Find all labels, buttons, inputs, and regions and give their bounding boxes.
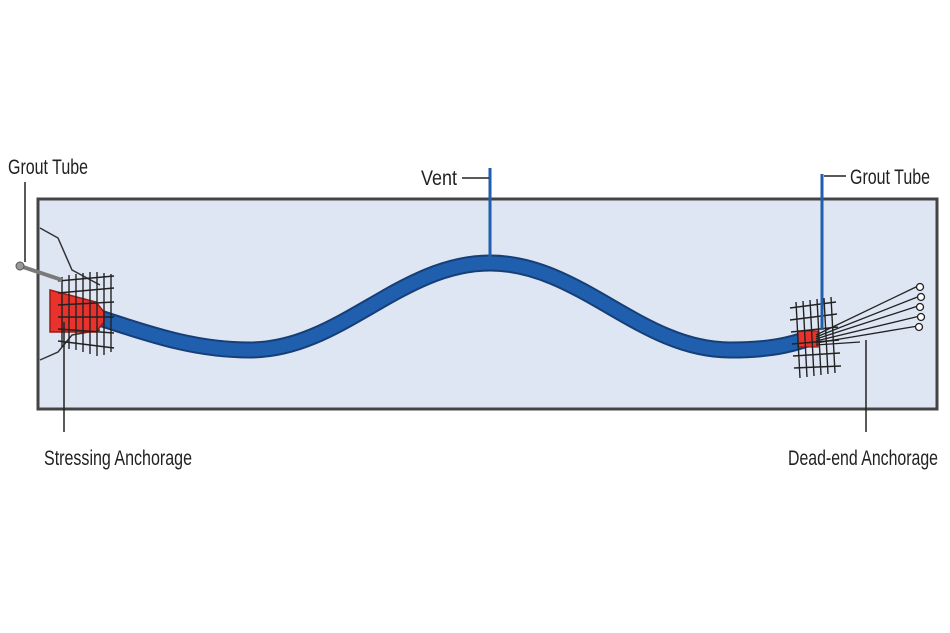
stressing-spiral-reinforcement — [57, 272, 115, 356]
grout-tube-left-pipe — [19, 264, 63, 282]
label-dead-end-anchorage: Dead-end Anchorage — [788, 447, 938, 470]
concrete-beam — [36, 197, 939, 411]
dead-end-strand-loops — [914, 282, 926, 332]
label-vent: Vent — [421, 167, 457, 190]
grout-tube-left-end — [15, 261, 25, 271]
dead-end-anchorage-block — [797, 330, 819, 348]
label-grout-tube-right: Grout Tube — [850, 166, 930, 189]
dead-end-spiral-reinforcement — [789, 296, 842, 379]
label-grout-tube-left: Grout Tube — [8, 156, 88, 179]
label-stressing-anchorage: Stressing Anchorage — [44, 447, 192, 470]
tendon-duct — [93, 256, 817, 357]
